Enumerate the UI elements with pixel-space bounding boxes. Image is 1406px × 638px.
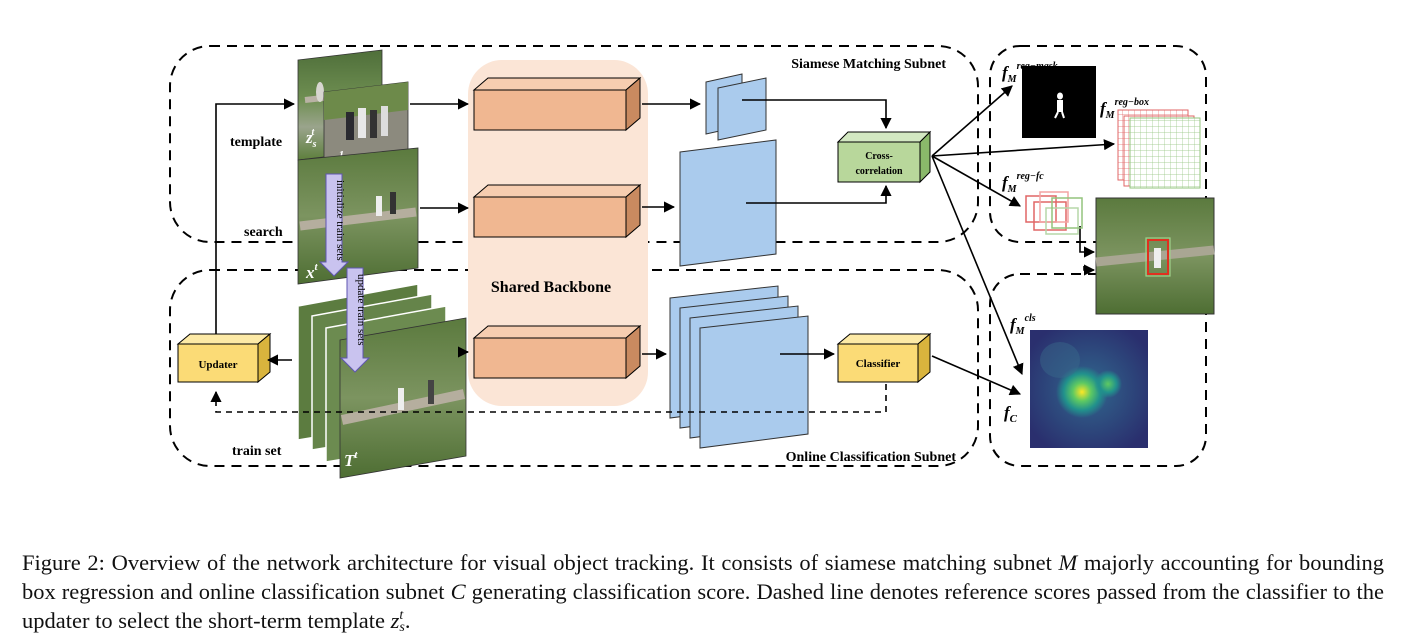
z-s-symbol: zst [305, 127, 317, 150]
T-t-symbol: Tt [344, 449, 358, 470]
train-set-label: train set [232, 444, 282, 459]
shared-backbone-label: Shared Backbone [491, 279, 611, 296]
f-cls-symbol: fMcls [1010, 313, 1036, 337]
template-image-initial [323, 81, 409, 173]
caption-symbol-C: C [450, 578, 466, 604]
f-reg-box-symbol: fMreg−box [1100, 97, 1149, 121]
figure-caption: Figure 2: Overview of the network archit… [22, 548, 1384, 635]
svg-text:correlation: correlation [855, 166, 902, 177]
cross-correlation-block: Cross- correlation [836, 130, 932, 184]
classification-score-map [1030, 330, 1148, 448]
caption-text-2: majorly accounting for bounding box regr… [22, 549, 1384, 604]
search-feature-map [679, 139, 777, 267]
caption-text-1: Figure 2: Overview of the network archit… [22, 549, 1059, 575]
svg-text:Classifier: Classifier [856, 358, 901, 370]
f-reg-mask-symbol: fMreg−mask [1002, 61, 1058, 85]
train-feature-maps [669, 285, 809, 449]
siamese-subnet-title: Siamese Matching Subnet [791, 57, 946, 72]
search-label: search [244, 225, 283, 240]
reg-mask-output [1022, 66, 1096, 138]
x-t-symbol: xt [305, 261, 319, 282]
backbone-block-search [472, 183, 642, 239]
classifier-block: Classifier [836, 332, 932, 384]
initialize-train-sets-arrow: initialize train sets [318, 173, 350, 277]
flow-arrows [215, 85, 1116, 396]
svg-text:Updater: Updater [198, 359, 237, 371]
f-reg-fc-symbol: fMreg−fc [1002, 171, 1044, 195]
architecture-figure: Shared Backbone zst z1 xt Tt initialize [169, 45, 1215, 479]
template-label: template [230, 135, 282, 150]
f-c-symbol: fC [1004, 403, 1018, 425]
svg-text:Cross-: Cross- [865, 151, 893, 162]
caption-symbol-M: M [1058, 549, 1078, 575]
caption-end: . [404, 607, 411, 633]
updater-block: Updater [176, 332, 272, 384]
online-subnet-title: Online Classification Subnet [786, 450, 957, 465]
train-set-images [297, 283, 467, 479]
reg-box-output [1117, 109, 1201, 189]
backbone-block-template [472, 76, 642, 132]
svg-text:initialize train sets: initialize train sets [334, 180, 346, 261]
caption-symbol-z: z [390, 607, 400, 633]
reference-score-dashed-arrow [210, 384, 887, 413]
update-train-sets-arrow: update train sets [339, 267, 371, 373]
tracking-result-image [1095, 197, 1215, 315]
reg-fc-output [1025, 191, 1083, 235]
svg-text:update train sets: update train sets [355, 274, 367, 345]
caption-text-3: generating classification score. Dashed … [22, 578, 1384, 633]
template-feature-maps [705, 73, 767, 141]
backbone-block-train [472, 324, 642, 380]
